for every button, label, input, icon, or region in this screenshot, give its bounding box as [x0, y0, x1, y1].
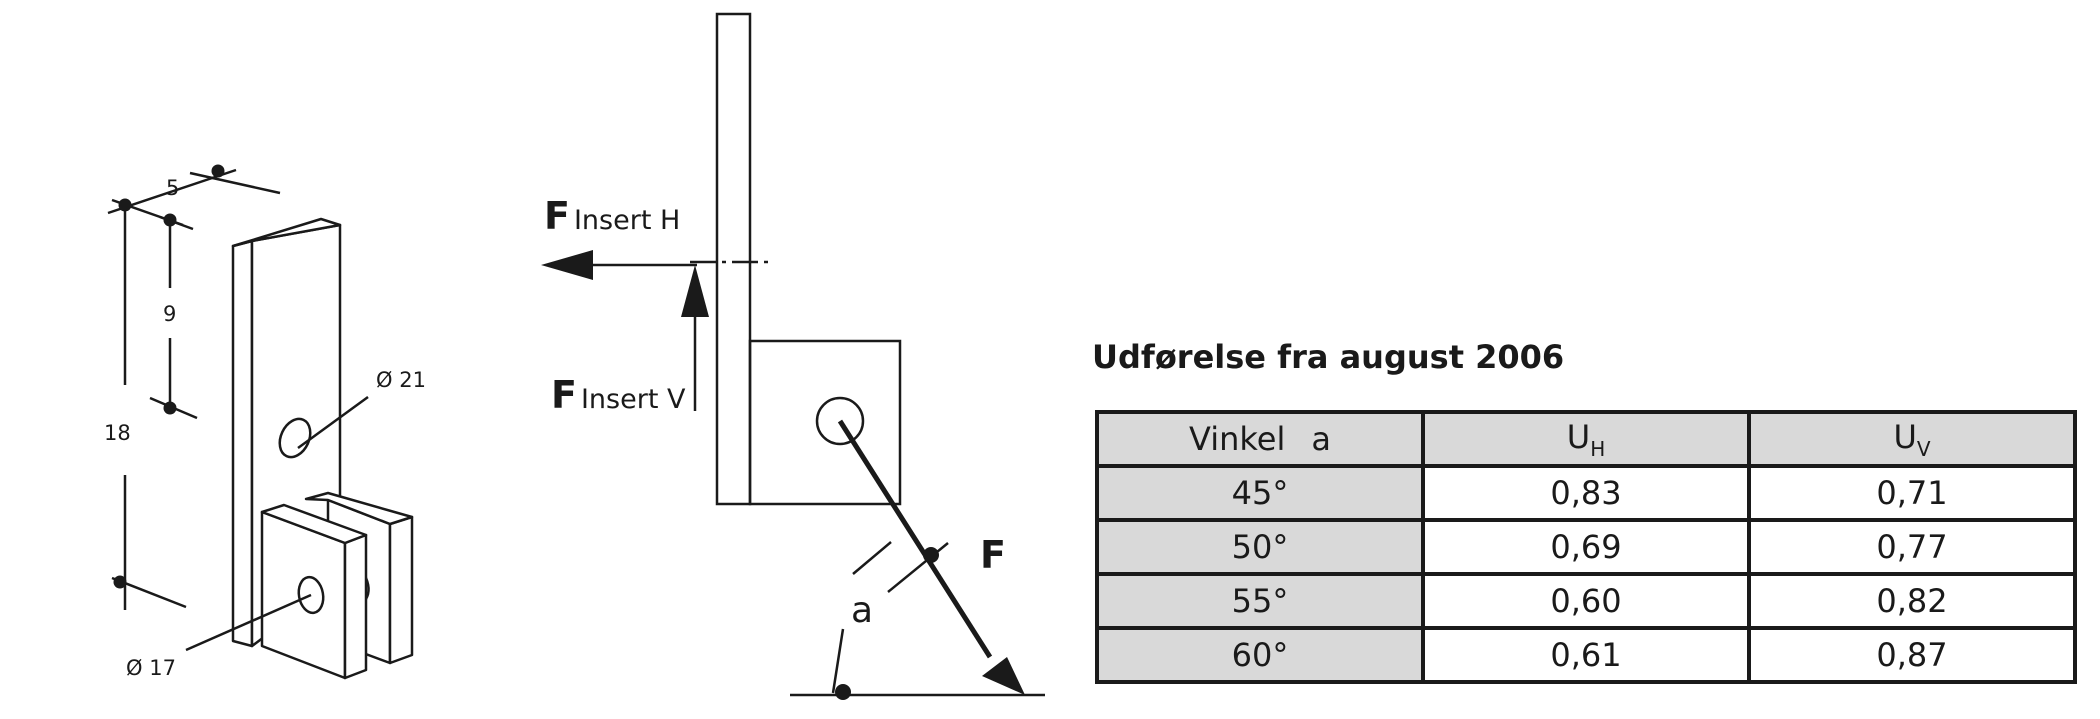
dim-top-label: 5 [166, 176, 179, 200]
cell-angle: 50° [1095, 518, 1425, 576]
top-hole [278, 417, 312, 459]
arrow-horizontal [541, 250, 593, 280]
angle-label: a [851, 590, 873, 631]
cell-angle: 55° [1095, 572, 1425, 630]
f-resultant-label: F [980, 533, 1006, 577]
back-washer-side [388, 515, 414, 665]
table-row: 60° 0,61 0,87 [1095, 626, 2077, 684]
cell-uh: 0,60 [1421, 572, 1751, 630]
back-washer-top [304, 491, 414, 526]
dim-middle-label: 9 [163, 302, 176, 326]
front-washer-top [260, 503, 368, 545]
hole-top-label: Ø 21 [376, 368, 426, 392]
dimension-dots [113, 164, 225, 589]
mount-block [748, 339, 902, 506]
cell-uv: 0,87 [1747, 626, 2077, 684]
front-washer-side [343, 533, 368, 680]
post [715, 12, 752, 506]
cell-uv: 0,82 [1747, 572, 2077, 630]
table-row: 45° 0,83 0,71 [1095, 464, 2077, 522]
arrows [541, 250, 1025, 700]
cell-uv: 0,71 [1747, 464, 2077, 522]
cell-angle: 60° [1095, 626, 1425, 684]
table-title: Udførelse fra august 2006 [1092, 338, 1565, 376]
header-uv: UV [1747, 410, 2077, 468]
arrow-resultant [982, 657, 1025, 695]
plate-top [231, 217, 342, 248]
mount-hole [815, 396, 865, 446]
cell-uv: 0,77 [1747, 518, 2077, 576]
dimension-lines [107, 168, 369, 652]
plate-side [231, 239, 254, 648]
hole-bottom-label: Ø 17 [126, 656, 176, 680]
cell-uh: 0,83 [1421, 464, 1751, 522]
table-row: 55° 0,60 0,82 [1095, 572, 2077, 630]
cell-angle: 45° [1095, 464, 1425, 522]
cell-uh: 0,61 [1421, 626, 1751, 684]
cell-uh: 0,69 [1421, 518, 1751, 576]
dim-total-label: 18 [104, 421, 131, 445]
bracket-drawing [231, 217, 414, 680]
arrow-vertical [681, 265, 709, 317]
table-row: 50° 0,69 0,77 [1095, 518, 2077, 576]
force-diagram [585, 12, 1045, 697]
header-uh: UH [1421, 410, 1751, 468]
